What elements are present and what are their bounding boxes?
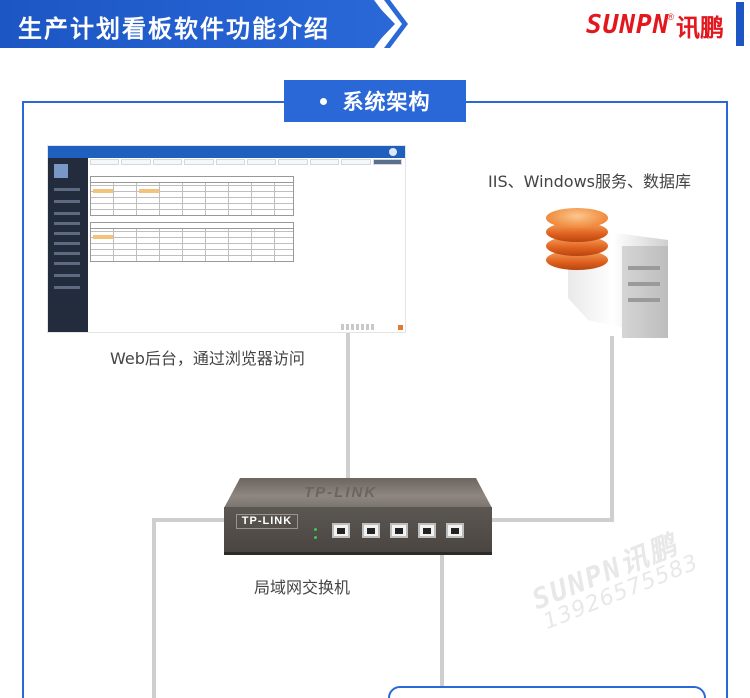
ethernet-port-icon <box>332 523 350 538</box>
wire-down-vertical <box>440 553 444 693</box>
ethernet-port-icon <box>446 523 464 538</box>
server-front-panel <box>622 246 668 338</box>
wire-left-vertical <box>152 518 156 698</box>
sidebar-menu-item <box>54 232 80 235</box>
server-drive-slot <box>628 298 660 302</box>
ethernet-port-icon <box>418 523 436 538</box>
screenshot-tab <box>278 159 308 165</box>
page-title: 生产计划看板软件功能介绍 <box>18 15 330 43</box>
wire-server-horizontal <box>490 518 614 522</box>
database-disk <box>546 250 608 270</box>
switch-top-cover <box>224 478 492 508</box>
brand-logo: SUNPN ® 讯鹏 <box>586 8 724 42</box>
database-icon <box>546 208 608 228</box>
screenshot-os-watermark <box>341 324 375 330</box>
user-avatar-icon <box>389 148 397 156</box>
brand-logo-latin: SUNPN <box>586 10 670 40</box>
screenshot-table-header <box>91 223 293 229</box>
screenshot-tab <box>184 159 214 165</box>
sidebar-menu-item <box>54 188 80 191</box>
screenshot-highlight-cell <box>93 235 113 239</box>
sidebar-menu-item <box>54 252 80 255</box>
web-backend-screenshot <box>48 146 405 332</box>
server-label: IIS、Windows服务、数据库 <box>488 172 692 191</box>
screenshot-table-header <box>91 177 293 183</box>
ethernet-port-icon <box>390 523 408 538</box>
switch-brand-badge: TP-LINK <box>236 514 298 529</box>
status-led-icon <box>314 536 317 539</box>
screenshot-tab <box>121 159 151 165</box>
wire-left-horizontal <box>152 518 226 522</box>
wire-web-to-switch <box>346 332 350 480</box>
registered-mark: ® <box>667 12 674 22</box>
screenshot-highlight-cell <box>139 189 159 193</box>
database-disk <box>546 222 608 242</box>
sidebar-menu-item <box>54 222 80 225</box>
switch-label: 局域网交换机 <box>254 578 351 597</box>
sidebar-menu-item <box>54 274 80 277</box>
sidebar-menu-item <box>54 262 80 265</box>
header-title-bar <box>0 0 395 48</box>
screenshot-corner-icon <box>398 325 403 330</box>
bottom-node-box <box>388 686 706 698</box>
ethernet-port-icon <box>362 523 380 538</box>
screenshot-tab <box>247 159 277 165</box>
section-title: 系统架构 <box>284 80 466 122</box>
screenshot-tab <box>90 159 120 165</box>
sidebar-menu-item <box>54 200 80 203</box>
server-drive-slot <box>628 266 660 270</box>
header-accent-bar <box>736 2 744 46</box>
avatar <box>54 164 68 178</box>
screenshot-tab <box>215 159 246 165</box>
screenshot-table-line-1 <box>90 176 294 216</box>
screenshot-tabs <box>90 159 403 165</box>
power-led-icon <box>314 528 317 531</box>
brand-logo-chinese: 讯鹏 <box>676 13 724 42</box>
server-drive-slot <box>628 282 660 286</box>
sidebar-menu-item <box>54 212 80 215</box>
sidebar-menu-item <box>54 286 80 289</box>
wire-server-vertical <box>610 336 614 522</box>
screenshot-tab <box>152 159 183 165</box>
screenshot-sidebar <box>48 158 88 332</box>
screenshot-tab <box>341 159 371 165</box>
screenshot-tab-active <box>372 159 403 165</box>
screenshot-topbar <box>48 146 405 158</box>
screenshot-tab <box>309 159 340 165</box>
web-backend-label: Web后台，通过浏览器访问 <box>110 349 305 368</box>
database-disk <box>546 236 608 256</box>
sidebar-menu-item <box>54 242 80 245</box>
screenshot-highlight-cell <box>93 189 113 193</box>
switch-top-logo: TP-LINK <box>304 484 378 501</box>
screenshot-table-line-3 <box>90 222 294 262</box>
header-banner: 生产计划看板软件功能介绍 SUNPN ® 讯鹏 <box>0 0 750 48</box>
